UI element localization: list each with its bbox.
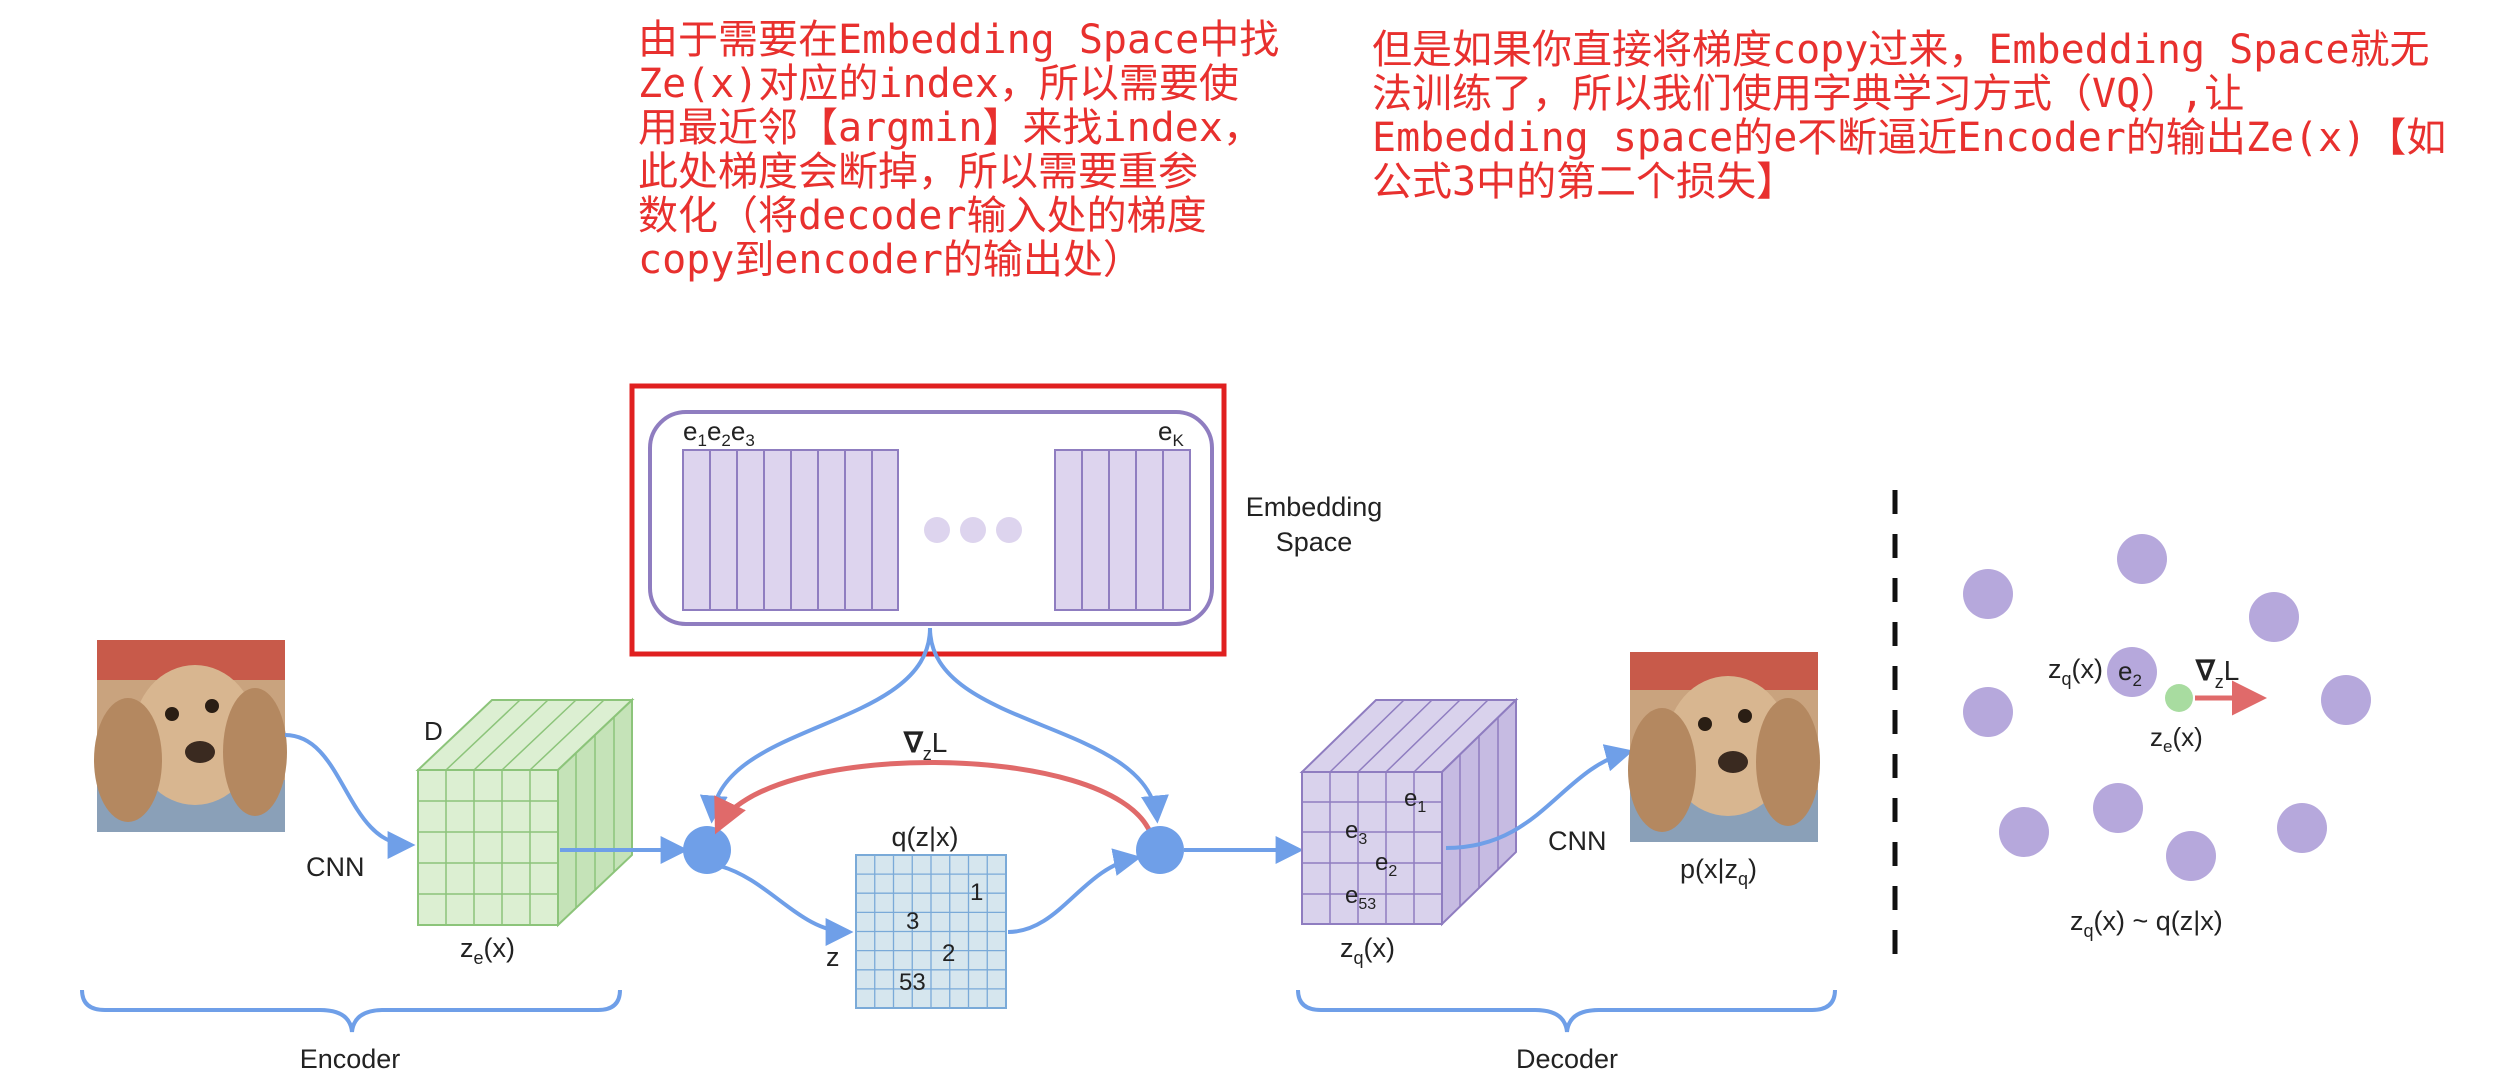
encoder-output-node	[683, 826, 731, 874]
embedding-highlight-box	[629, 383, 1227, 657]
arrow-image-to-encoder	[284, 733, 416, 859]
right-zq-label: zq(x)	[2048, 654, 2103, 689]
decoder-brace	[1296, 989, 1837, 1033]
encoder-cnn-label: CNN	[306, 852, 365, 882]
arrow-node-to-qgrid	[719, 864, 854, 946]
codebook-point	[1999, 807, 2049, 857]
arrow-decoder-to-image	[1445, 744, 1634, 850]
qgrid-value-3: 3	[906, 908, 919, 935]
encoder-d-label: D	[424, 716, 443, 746]
codebook-point	[2166, 831, 2216, 881]
codebook-point	[2249, 592, 2299, 642]
qgrid-value-53: 53	[899, 969, 926, 996]
decoder-e2-label: e2	[1375, 849, 1397, 880]
encoder-output-point	[2165, 684, 2193, 712]
decoder-cnn-label: CNN	[1548, 826, 1607, 856]
arrow-embedding-to-left-node	[699, 627, 932, 824]
right-gradient-label: ∇zL	[2195, 655, 2239, 692]
embedding-vector-label-k: eK	[1158, 416, 1184, 450]
gradient-copy-arrow	[714, 760, 1153, 835]
encoder-cube	[415, 697, 635, 928]
right-ze-label: ze(x)	[2150, 722, 2203, 756]
arrow-embedding-to-right-node	[928, 627, 1169, 824]
qgrid-value-1: 1	[970, 879, 983, 906]
codebook-point	[2117, 534, 2167, 584]
codebook-point	[2093, 783, 2143, 833]
embedding-space-label-line2: Space	[1276, 527, 1353, 557]
ellipsis-dot-2	[960, 517, 986, 543]
encoder-label: Encoder	[300, 1044, 401, 1074]
embedding-space-label-line1: Embedding	[1246, 492, 1383, 522]
decoder-input-node	[1136, 826, 1184, 874]
output-dog-image	[1628, 652, 1820, 842]
right-e2-label: e2	[2118, 656, 2142, 690]
output-likelihood-label: p(x|zq)	[1680, 854, 1757, 889]
decoder-zq-label: zq(x)	[1340, 933, 1395, 968]
right-distribution-label: zq(x) ~ q(z|x)	[2070, 906, 2223, 941]
ellipsis-dot-3	[996, 517, 1022, 543]
decoder-e1-label: e1	[1404, 785, 1426, 816]
codebook-point	[2321, 675, 2371, 725]
decoder-label: Decoder	[1516, 1044, 1618, 1074]
qgrid-z-label: z	[826, 942, 840, 972]
decoder-e3-label: e3	[1345, 817, 1367, 848]
annotation-right: 但是如果你直接将梯度copy过来，Embedding Space就无 法训练了，…	[1372, 27, 2447, 205]
codebook-point	[2277, 803, 2327, 853]
embedding-block-right	[1054, 449, 1191, 611]
qgrid-value-2: 2	[942, 940, 955, 967]
qgrid	[855, 854, 1007, 1009]
encoder-ze-label: ze(x)	[460, 933, 515, 968]
embedding-vector-labels: e1e2e3	[683, 416, 755, 450]
qgrid-title: q(z|x)	[891, 822, 958, 852]
codebook-point	[1963, 687, 2013, 737]
codebook-point-e2	[2107, 647, 2157, 697]
ellipsis-dot-1	[924, 517, 950, 543]
embedding-block-left	[682, 449, 899, 611]
decoder-cube	[1299, 697, 1519, 927]
decoder-e53-label: e53	[1345, 882, 1376, 913]
input-dog-image	[94, 640, 287, 832]
embedding-space-frame	[648, 410, 1214, 626]
gradient-label: ∇zL	[903, 727, 947, 764]
annotation-left: 由于需要在Embedding Space中找 Ze(x)对应的index，所以需…	[638, 17, 1280, 283]
arrow-qgrid-to-node	[1007, 848, 1142, 934]
codebook-point	[1963, 569, 2013, 619]
encoder-brace	[80, 989, 622, 1033]
